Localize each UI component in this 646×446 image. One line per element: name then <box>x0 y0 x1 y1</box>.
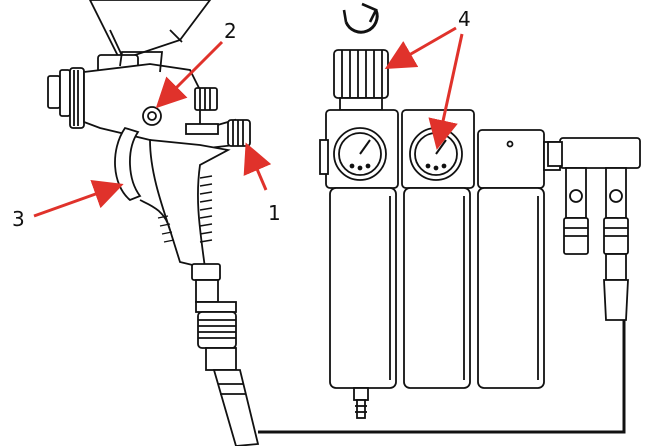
drain-valve <box>353 387 369 419</box>
filter-head-3 <box>477 129 545 189</box>
arrow-4b <box>428 33 464 150</box>
outlet-manifold <box>547 137 641 321</box>
gun-hose <box>212 369 260 446</box>
air-filter-unit <box>319 49 641 419</box>
gun-handle <box>149 139 231 270</box>
filter-bowl-1 <box>329 187 397 389</box>
arrow-2 <box>155 40 224 109</box>
gun-hook <box>119 51 163 73</box>
filter-bowl-2 <box>403 187 471 389</box>
arrow-3 <box>33 179 124 218</box>
callout-2: 2 <box>224 19 237 43</box>
fluid-knob <box>194 87 218 111</box>
arrow-1 <box>243 142 272 191</box>
callout-4: 4 <box>458 7 471 31</box>
trigger <box>114 126 142 202</box>
paint-cup <box>88 0 212 62</box>
spray-gun <box>47 0 260 446</box>
air-hose-line <box>258 320 626 434</box>
rotate-arrows-icon <box>342 2 379 34</box>
pressure-gauge-1 <box>333 127 387 181</box>
air-micrometer-knob <box>227 119 251 147</box>
callout-arrows <box>33 26 464 218</box>
filter-bowl-3 <box>477 187 545 389</box>
grip-ribs <box>157 175 213 243</box>
arrow-4a <box>384 26 457 69</box>
pressure-gauge-2 <box>409 127 463 181</box>
quick-coupler <box>195 301 237 371</box>
air-inlet-fitting <box>191 263 221 281</box>
regulator-knob <box>333 49 389 111</box>
callout-1: 1 <box>268 201 281 225</box>
air-cap <box>47 67 85 129</box>
brand-plate <box>185 123 219 135</box>
callout-3: 3 <box>12 207 25 231</box>
